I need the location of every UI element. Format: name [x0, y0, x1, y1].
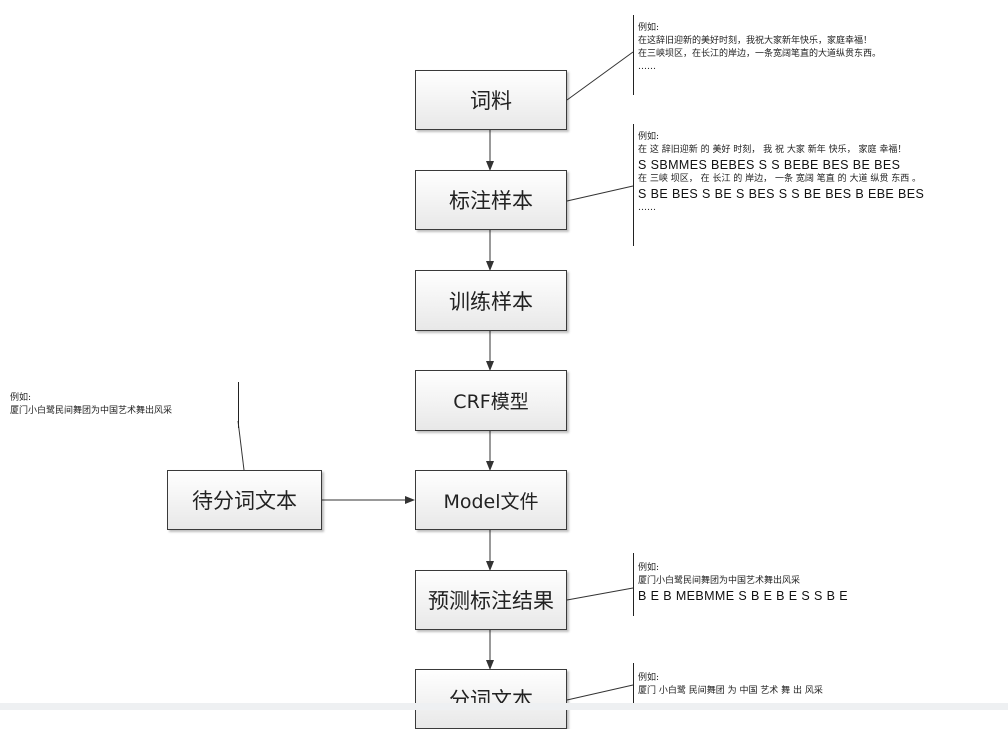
note-bracket-labeled [633, 124, 634, 246]
note-line: 在这辞旧迎新的美好时刻，我祝大家新年快乐，家庭幸福！ [638, 36, 873, 46]
note-tag-sequence: B E B MEBMME S B E B E S S B E [638, 589, 848, 603]
note-line: 在三峡坝区，在长江的岸边，一条宽阔笔直的大道纵贯东西。 [638, 49, 882, 59]
note-heading: 例如: [10, 393, 32, 403]
callout-corpus [566, 51, 634, 101]
note-corpus: 例如: 在这辞旧迎新的美好时刻，我祝大家新年快乐，家庭幸福！ 在三峡坝区，在长江… [638, 22, 881, 74]
callout-input [237, 420, 245, 471]
note-bracket-segmented [633, 663, 634, 710]
note-ellipsis: …… [638, 203, 656, 213]
corpus-box: 词料 [415, 70, 567, 130]
note-segmented: 例如: 厦门 小白鹭 民间舞团 为 中国 艺术 舞 出 风采 [638, 672, 823, 698]
bottom-scroll-edge [0, 703, 1008, 710]
note-heading: 例如: [638, 132, 660, 142]
labeled-samples-box: 标注样本 [415, 170, 567, 230]
note-ellipsis: …… [638, 62, 656, 72]
note-heading: 例如: [638, 673, 660, 683]
note-line: 在 这 辞旧迎新 的 美好 时刻， 我 祝 大家 新年 快乐， 家庭 幸福！ [638, 145, 907, 155]
note-labeled: 例如: 在 这 辞旧迎新 的 美好 时刻， 我 祝 大家 新年 快乐， 家庭 幸… [638, 131, 924, 215]
note-predicted: 例如: 厦门小白鹭民间舞团为中国艺术舞出风采 B E B MEBMME S B … [638, 562, 848, 604]
crf-model-box: CRF模型 [415, 370, 567, 431]
note-tag-sequence: S SBMMES BEBES S S BEBE BES BE BES [638, 158, 901, 172]
callout-predicted [566, 587, 634, 601]
flowchart-connectors [237, 51, 634, 701]
note-bracket-input [238, 382, 239, 428]
predicted-labels-box: 预测标注结果 [415, 570, 567, 630]
training-samples-box: 训练样本 [415, 270, 567, 331]
input-text-box: 待分词文本 [167, 470, 322, 530]
note-line: 厦门小白鹭民间舞团为中国艺术舞出风采 [10, 406, 173, 416]
model-file-box: Model文件 [415, 470, 567, 530]
note-bracket-predicted [633, 553, 634, 616]
note-line: 厦门 小白鹭 民间舞团 为 中国 艺术 舞 出 风采 [638, 686, 823, 696]
note-heading: 例如: [638, 23, 660, 33]
note-line: 在 三峡 坝区， 在 长江 的 岸边， 一条 宽阔 笔直 的 大道 纵贯 东西 … [638, 174, 922, 184]
note-tag-sequence: S BE BES S BE S BES S S BE BES B EBE BES [638, 187, 925, 201]
note-heading: 例如: [638, 563, 660, 573]
note-bracket-corpus [633, 15, 634, 95]
segmented-text-box: 分词文本 [415, 669, 567, 729]
callout-labeled [566, 185, 634, 202]
note-input: 例如: 厦门小白鹭民间舞团为中国艺术舞出风采 [10, 392, 172, 418]
note-line: 厦门小白鹭民间舞团为中国艺术舞出风采 [638, 576, 801, 586]
callout-segmented [566, 684, 634, 701]
